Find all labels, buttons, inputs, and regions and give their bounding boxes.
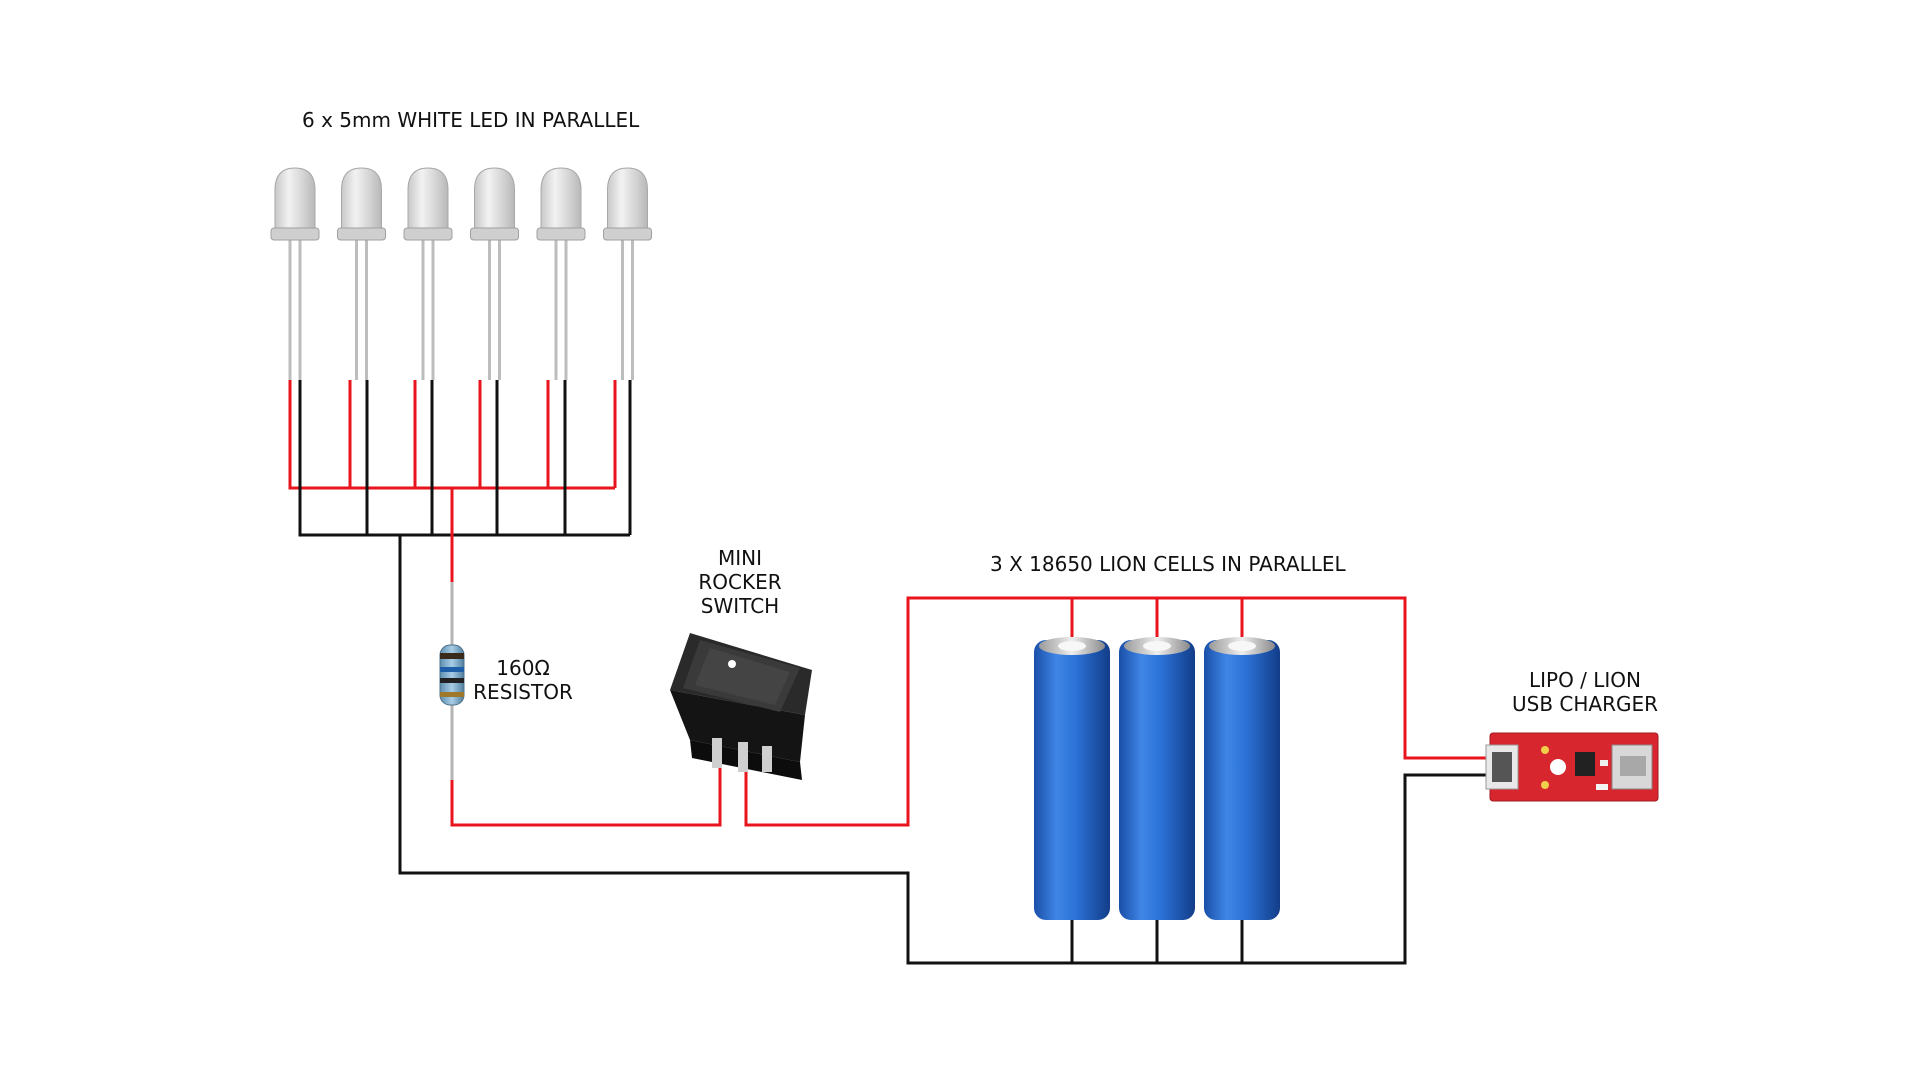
- cell-negative-taps: [1070, 920, 1244, 963]
- battery-cell: [1034, 637, 1110, 920]
- rocker-switch: [670, 633, 812, 780]
- led-array: [270, 167, 652, 380]
- resistor: [439, 582, 465, 780]
- led: [603, 167, 652, 380]
- led-positive-bus: [288, 380, 617, 490]
- wiring: [288, 380, 1490, 965]
- cell-positive-taps: [1070, 598, 1244, 640]
- resistor-label: 160Ω RESISTOR: [468, 656, 578, 704]
- led-array-label: 6 x 5mm WHITE LED IN PARALLEL: [302, 108, 640, 132]
- usb-charger-board: [1485, 732, 1659, 802]
- resistor-value: 160Ω: [496, 656, 550, 680]
- wire-resistor-to-switch: [450, 755, 722, 827]
- led: [536, 167, 586, 380]
- charger-label: LIPO / LION USB CHARGER: [1500, 668, 1670, 716]
- wire-switch-to-cells: [744, 596, 1490, 827]
- charger-label-line: LIPO / LION: [1528, 668, 1642, 692]
- switch-label: MINI ROCKER SWITCH: [680, 546, 800, 618]
- led: [470, 167, 519, 380]
- cell-pack: [1034, 637, 1280, 920]
- resistor-label-line: RESISTOR: [473, 680, 573, 704]
- battery-cell: [1119, 637, 1195, 920]
- wire-negative-return: [398, 535, 1490, 965]
- cells-label: 3 X 18650 LION CELLS IN PARALLEL: [990, 552, 1346, 576]
- led-negative-bus: [298, 380, 632, 537]
- charger-label-line: USB CHARGER: [1511, 692, 1659, 716]
- led: [270, 167, 320, 380]
- switch-label-line: ROCKER: [698, 570, 782, 594]
- led: [337, 167, 386, 380]
- switch-label-line: MINI: [717, 546, 762, 570]
- battery-cell: [1204, 637, 1280, 920]
- led: [403, 167, 453, 380]
- switch-label-line: SWITCH: [700, 594, 780, 618]
